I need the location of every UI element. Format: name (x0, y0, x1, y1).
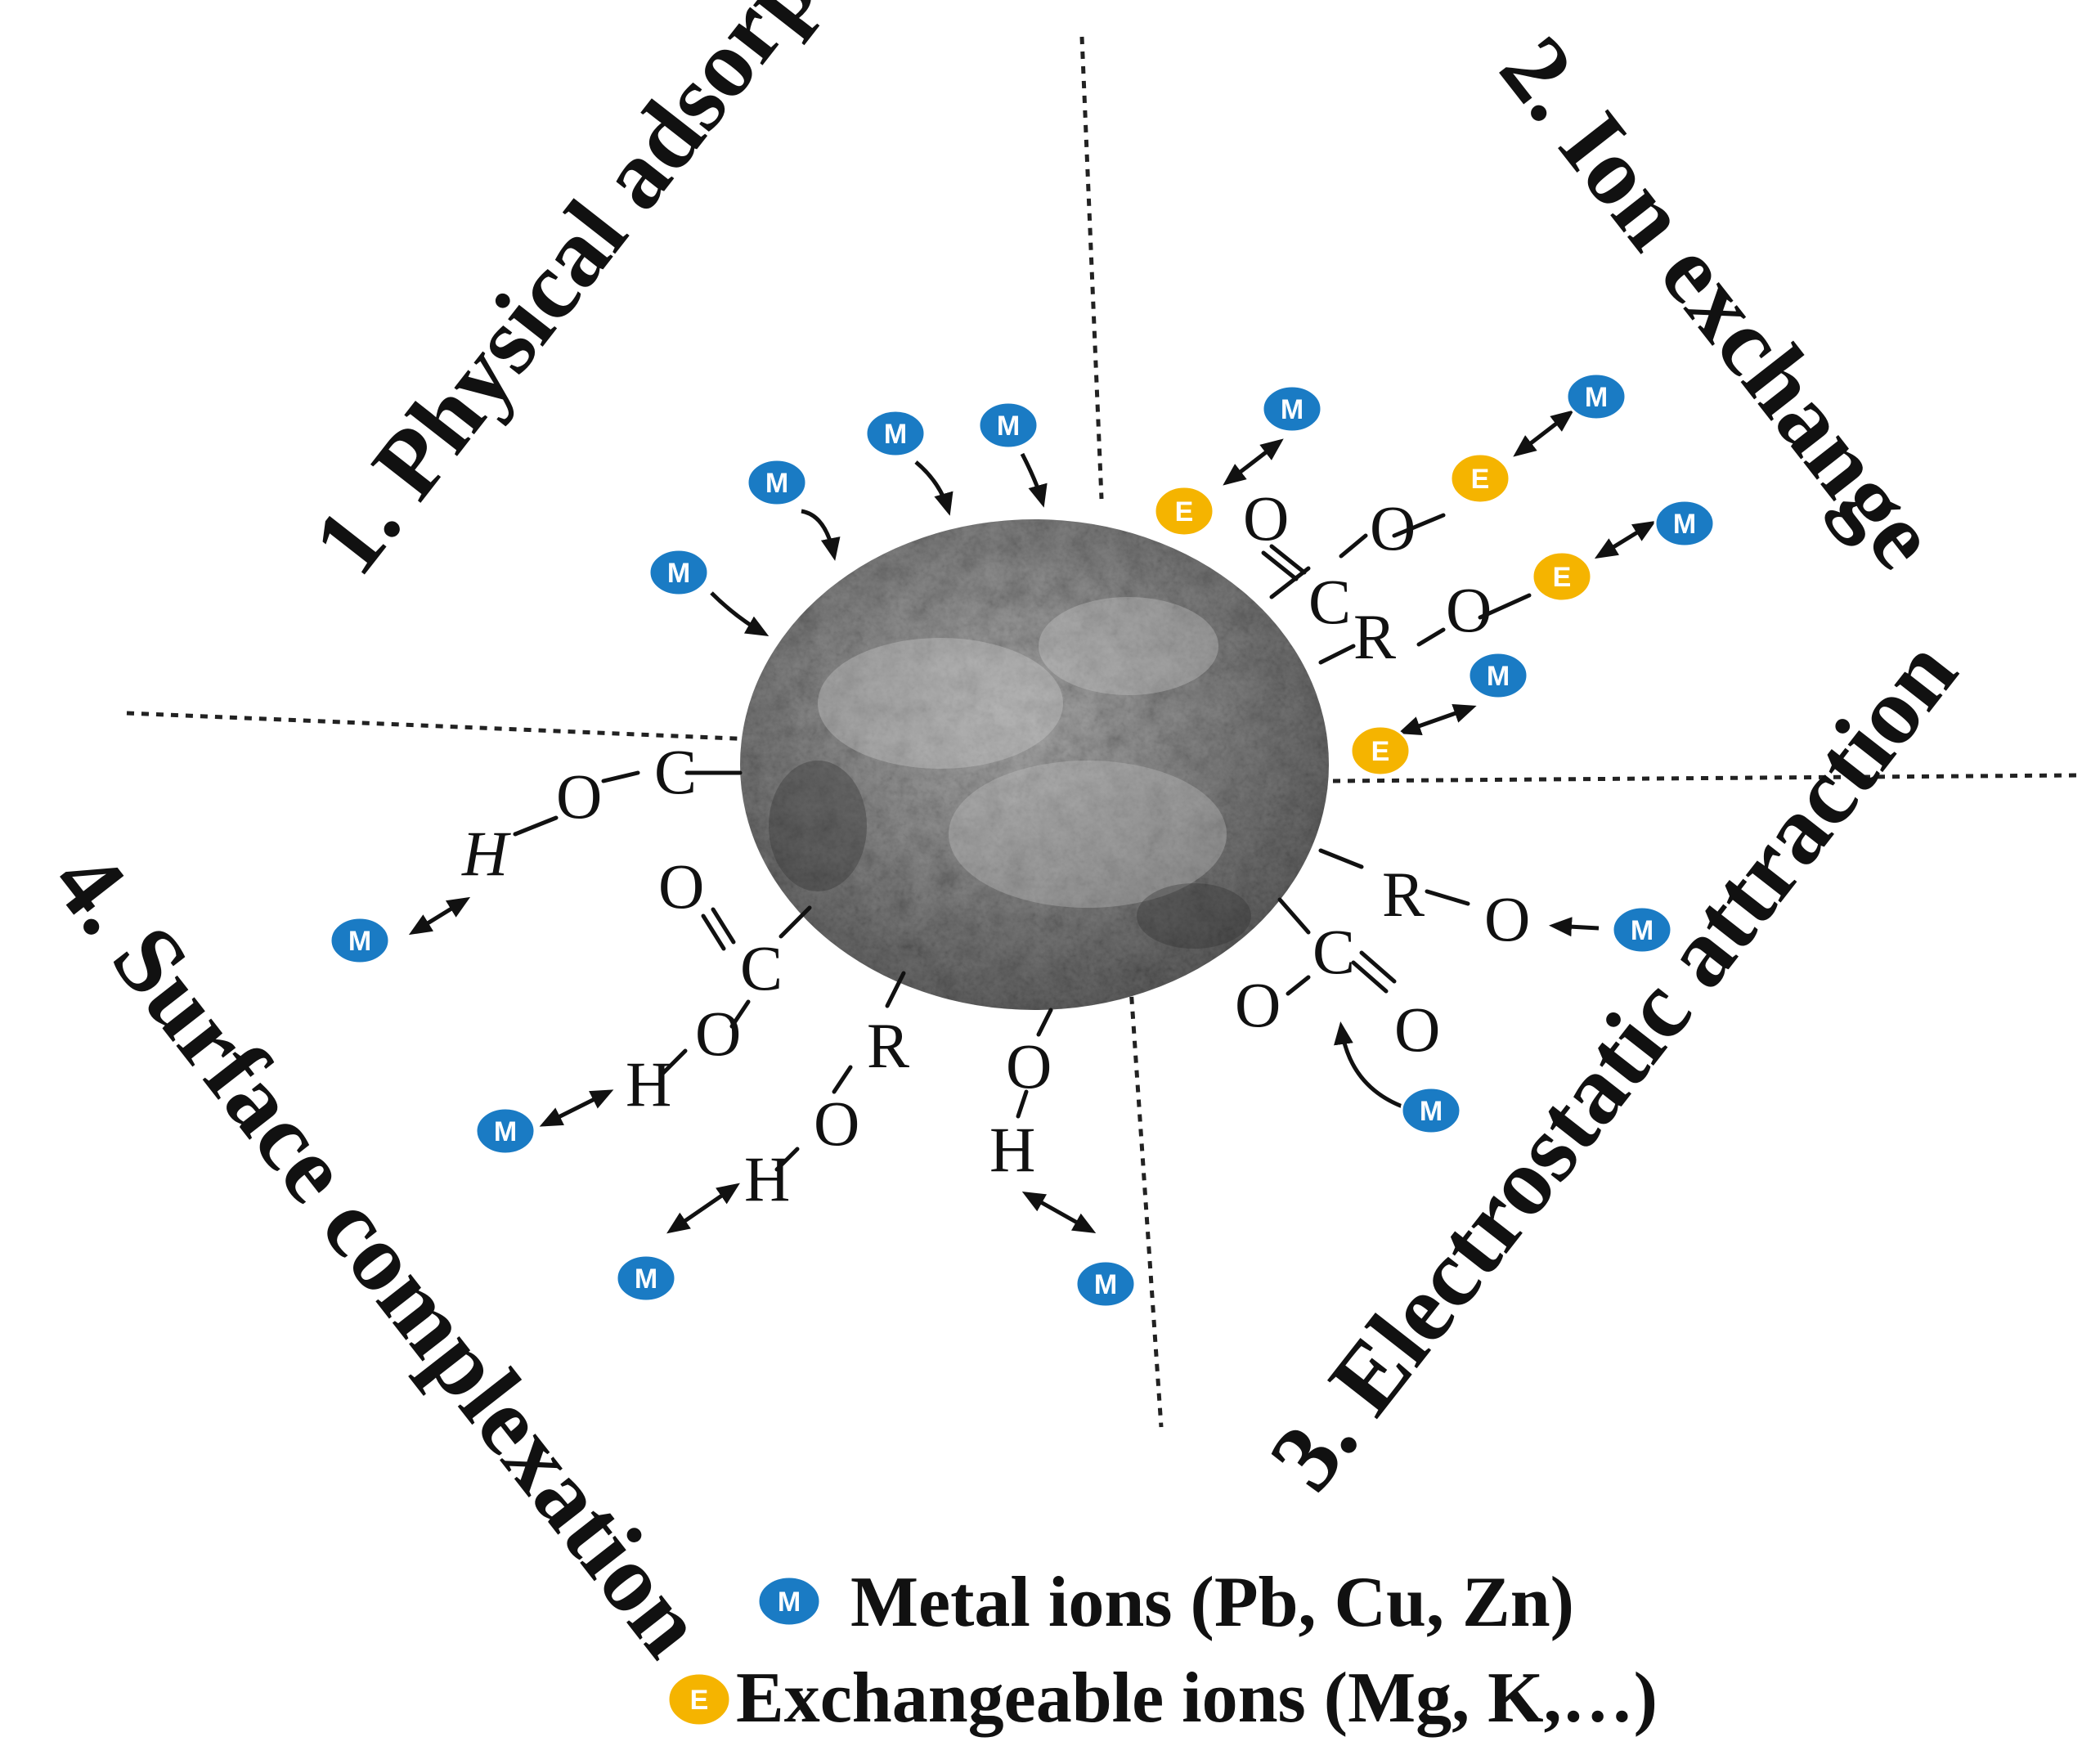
atom-r: R (867, 1010, 909, 1081)
atom-o: O (1446, 574, 1492, 645)
metal-ion: M (1261, 384, 1323, 433)
arrow (801, 509, 841, 561)
metal-ion: M (864, 409, 927, 458)
atom-o: O (1006, 1030, 1052, 1102)
svg-text:E: E (1471, 464, 1490, 495)
atom-o: O (1394, 994, 1440, 1065)
metal-ion: M (977, 401, 1039, 450)
exchange-arrow (1223, 438, 1284, 486)
legend-metal-label: Metal ions (Pb, Cu, Zn) (850, 1563, 1574, 1642)
atom-o: O (1370, 492, 1416, 563)
complexation-arrow (666, 1183, 740, 1234)
atom-c: C (654, 736, 697, 807)
metal-ion: M (1654, 499, 1716, 548)
svg-text:M: M (1281, 394, 1304, 425)
svg-text:M: M (1673, 509, 1696, 540)
legend-exchangeable-label: Exchangeable ions (Mg, K,…) (736, 1658, 1658, 1738)
complexation-arrow (1021, 1192, 1097, 1233)
divider-left (126, 711, 774, 743)
metal-ion: M (1075, 1259, 1137, 1308)
svg-text:M: M (494, 1116, 517, 1147)
svg-text:M: M (1631, 915, 1654, 946)
exchangeable-ion: E (1349, 725, 1411, 777)
metal-ion: M (474, 1106, 536, 1156)
svg-text:E: E (1553, 562, 1572, 593)
functional-groups (513, 513, 1532, 1172)
svg-text:E: E (690, 1685, 709, 1716)
divider-bottom (1126, 952, 1164, 1428)
exchangeable-ion: E (1531, 550, 1593, 603)
atom-o: O (1235, 969, 1281, 1040)
svg-text:M: M (884, 419, 907, 450)
metal-ion: M (1467, 651, 1529, 700)
atom-h: H (626, 1048, 671, 1120)
quadrant-title-ion-exchange: 2. Ion exchange (1480, 16, 1959, 587)
arrow (710, 591, 770, 636)
atom-o: O (556, 761, 602, 832)
exchange-arrow (1513, 410, 1574, 457)
atom-h: H (989, 1114, 1035, 1185)
svg-text:M: M (1094, 1269, 1117, 1300)
exchangeable-ions: E E E E (1153, 452, 1593, 777)
atom-c: C (740, 932, 783, 1003)
divider-right (1332, 773, 2078, 783)
svg-text:E: E (1175, 496, 1194, 527)
svg-text:M: M (765, 468, 788, 499)
exchange-arrow (1594, 520, 1657, 559)
metal-ion: M (329, 916, 391, 965)
atom-labels: O O C R O C O H O C O H R O H O H R O C … (461, 483, 1530, 1214)
legend: M Metal ions (Pb, Cu, Zn) E Exchangeable… (666, 1563, 1658, 1738)
svg-text:M: M (778, 1587, 801, 1618)
legend-item-exchangeable: E Exchangeable ions (Mg, K,…) (666, 1658, 1658, 1738)
complexation-arrow (539, 1089, 614, 1127)
legend-metal-swatch: M (756, 1575, 822, 1627)
divider-top (1079, 36, 1104, 500)
metal-ions: M M M M M M M M M M M M M M (329, 372, 1716, 1308)
atom-o: O (814, 1088, 859, 1159)
metal-ion: M (1565, 372, 1627, 421)
legend-item-metal: M Metal ions (Pb, Cu, Zn) (756, 1563, 1574, 1642)
atom-o: O (1243, 483, 1289, 554)
quadrant-title-physical-adsorption: 1. Physical adsorption (292, 0, 936, 594)
svg-text:M: M (1585, 382, 1608, 413)
adsorbent-particle (740, 519, 1329, 1010)
svg-text:M: M (348, 926, 371, 957)
atom-c: C (1308, 566, 1351, 637)
svg-text:E: E (1371, 736, 1390, 767)
svg-text:M: M (997, 411, 1020, 442)
metal-ion: M (746, 458, 808, 507)
atom-c: C (1312, 916, 1355, 987)
metal-ion: M (615, 1254, 677, 1303)
svg-text:M: M (1420, 1096, 1443, 1127)
atom-r: R (1353, 601, 1396, 672)
electrostatic-arrow (1334, 1021, 1407, 1111)
svg-text:M: M (1487, 661, 1510, 692)
svg-text:M: M (635, 1263, 657, 1295)
atom-r: R (1382, 859, 1425, 930)
metal-ion: M (648, 548, 710, 597)
electrostatic-arrow (1549, 917, 1600, 937)
exchangeable-ion: E (1153, 485, 1215, 537)
arrow (1020, 452, 1048, 508)
exchange-arrow (1398, 704, 1477, 735)
quadrant-dividers (126, 36, 2078, 1428)
atom-o: O (658, 851, 704, 922)
atom-o: O (695, 998, 741, 1069)
legend-exchangeable-swatch: E (666, 1672, 732, 1727)
atom-o: O (1484, 883, 1530, 954)
arrow (914, 460, 954, 516)
svg-text:M: M (667, 558, 690, 589)
complexation-arrow (408, 896, 471, 936)
arrows (408, 410, 1657, 1234)
atom-h: H (461, 818, 511, 889)
atom-h: H (744, 1143, 790, 1214)
metal-ion: M (1400, 1086, 1462, 1135)
metal-ion: M (1611, 905, 1673, 954)
exchangeable-ion: E (1449, 452, 1511, 505)
